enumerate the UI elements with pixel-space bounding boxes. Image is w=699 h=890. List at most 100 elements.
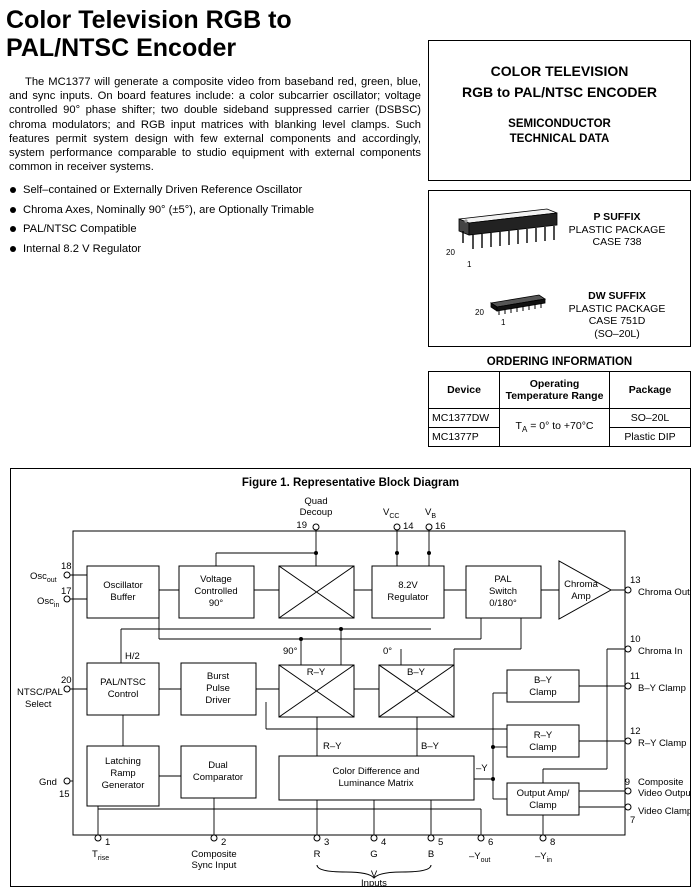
svg-text:5: 5 [438,837,443,848]
svg-text:20: 20 [446,248,455,257]
svg-text:1: 1 [467,260,472,269]
svg-text:Select: Select [25,699,52,710]
svg-text:13: 13 [630,575,641,586]
svg-text:H/2: H/2 [125,651,140,662]
svg-text:Decoup: Decoup [300,507,333,518]
svg-text:Gnd: Gnd [39,777,57,788]
device-info-box: COLOR TELEVISION RGB to PAL/NTSC ENCODER… [428,40,691,181]
svg-text:Switch: Switch [489,586,517,597]
dip-package-icon: 20 1 [446,208,558,269]
table-row: MC1377DW TA = 0° to +70°C SO–20L [428,408,691,447]
figure-title: Figure 1. Representative Block Diagram [241,477,460,489]
svg-text:Driver: Driver [205,695,230,706]
feature-item: Self–contained or Externally Driven Refe… [9,183,419,203]
feature-item: PAL/NTSC Compatible [9,222,419,242]
svg-text:Regulator: Regulator [387,592,428,603]
feature-list: Self–contained or Externally Driven Refe… [9,183,419,261]
svg-text:Luminance Matrix: Luminance Matrix [339,778,414,789]
svg-text:Chroma: Chroma [564,579,599,590]
document-title: Color Television RGB to PAL/NTSC Encoder [6,6,426,62]
svg-text:Inputs: Inputs [361,878,387,886]
svg-text:0/180°: 0/180° [489,598,517,609]
bullet-icon [10,245,16,252]
svg-text:R–Y Clamp: R–Y Clamp [638,738,686,749]
bullet-icon [10,226,16,232]
svg-text:VCC: VCC [383,507,399,520]
svg-text:Composite: Composite [191,849,236,860]
svg-text:Output Amp/: Output Amp/ [517,788,570,799]
svg-text:Generator: Generator [102,780,145,791]
svg-text:B–Y: B–Y [407,667,426,678]
svg-text:20: 20 [61,675,72,686]
svg-text:R–Y: R–Y [323,741,342,752]
svg-text:90°: 90° [283,646,298,657]
svg-text:8: 8 [550,837,555,848]
title-line-1: Color Television RGB to [6,6,292,34]
p-suffix-info: P SUFFIX PLASTIC PACKAGE CASE 738 [568,211,666,248]
svg-text:Burst: Burst [207,671,230,682]
by-modulator-block [378,664,455,718]
svg-text:0°: 0° [383,646,392,657]
bullet-icon [10,206,16,213]
feature-item: Chroma Axes, Nominally 90° (±5°), are Op… [9,203,419,223]
svg-text:G: G [370,849,377,860]
regulator-block [371,565,445,619]
svg-text:Clamp: Clamp [529,687,556,698]
bullet-icon [10,187,16,193]
svg-text:6: 6 [488,837,493,848]
svg-text:PAL/NTSC: PAL/NTSC [100,677,146,688]
intro-paragraph: The MC1377 will generate a composite vid… [9,76,421,174]
svg-text:PAL: PAL [494,574,511,585]
svg-text:VB: VB [425,507,436,520]
svg-text:10: 10 [630,634,641,645]
soic-package-icon: 20 1 [475,294,547,327]
svg-text:19: 19 [296,520,307,531]
svg-text:12: 12 [630,726,641,737]
title-line-2: PAL/NTSC Encoder [6,34,237,62]
block-diagram: Oscillator Buffer Voltage Controlled 90°… [17,496,690,886]
svg-text:R–Y: R–Y [534,730,553,741]
ry-modulator-block [278,664,355,718]
col-package: Package [609,371,691,409]
svg-text:14: 14 [403,521,414,532]
svg-text:1: 1 [501,318,506,327]
svg-text:R: R [314,849,321,860]
svg-text:Chroma In: Chroma In [638,646,682,657]
svg-text:3: 3 [324,837,329,848]
package-illustrations: 20 1 20 1 [446,208,558,327]
svg-text:Quad: Quad [304,496,327,507]
svg-text:8.2V: 8.2V [398,580,418,591]
feature-item: Internal 8.2 V Regulator [9,242,419,262]
device-subheading: SEMICONDUCTOR TECHNICAL DATA [508,118,611,145]
device-heading: COLOR TELEVISION RGB to PAL/NTSC ENCODER [462,63,657,100]
svg-text:Buffer: Buffer [110,592,135,603]
vco-block [178,565,255,619]
quad-mixer-block [278,565,355,619]
svg-text:11: 11 [630,671,640,682]
svg-text:Oscillator: Oscillator [103,580,143,591]
svg-text:Composite: Composite [638,777,683,788]
svg-text:Clamp: Clamp [529,800,556,811]
luminance-matrix-block [278,755,475,801]
svg-text:Sync Input: Sync Input [192,860,237,871]
chroma-amp-block [558,560,613,620]
svg-text:B–Y: B–Y [421,741,440,752]
svg-text:15: 15 [59,789,70,800]
ic-outline [72,530,626,836]
svg-text:90°: 90° [209,598,224,609]
svg-text:B: B [428,849,434,860]
svg-text:Clamp: Clamp [529,742,556,753]
svg-text:–Yout: –Yout [469,851,490,864]
svg-text:17: 17 [61,586,72,597]
temp-range-cell: TA = 0° to +70°C [499,408,610,447]
svg-text:Control: Control [108,689,139,700]
svg-text:Color Difference and: Color Difference and [333,766,420,777]
svg-text:R–Y: R–Y [307,667,326,678]
svg-text:20: 20 [475,308,484,317]
svg-text:B–Y Clamp: B–Y Clamp [638,683,686,694]
svg-text:9: 9 [625,777,630,788]
package-box: 20 1 20 1 P SUFFIX PLASTIC PACKAGE CASE … [428,190,691,347]
svg-text:4: 4 [381,837,386,848]
